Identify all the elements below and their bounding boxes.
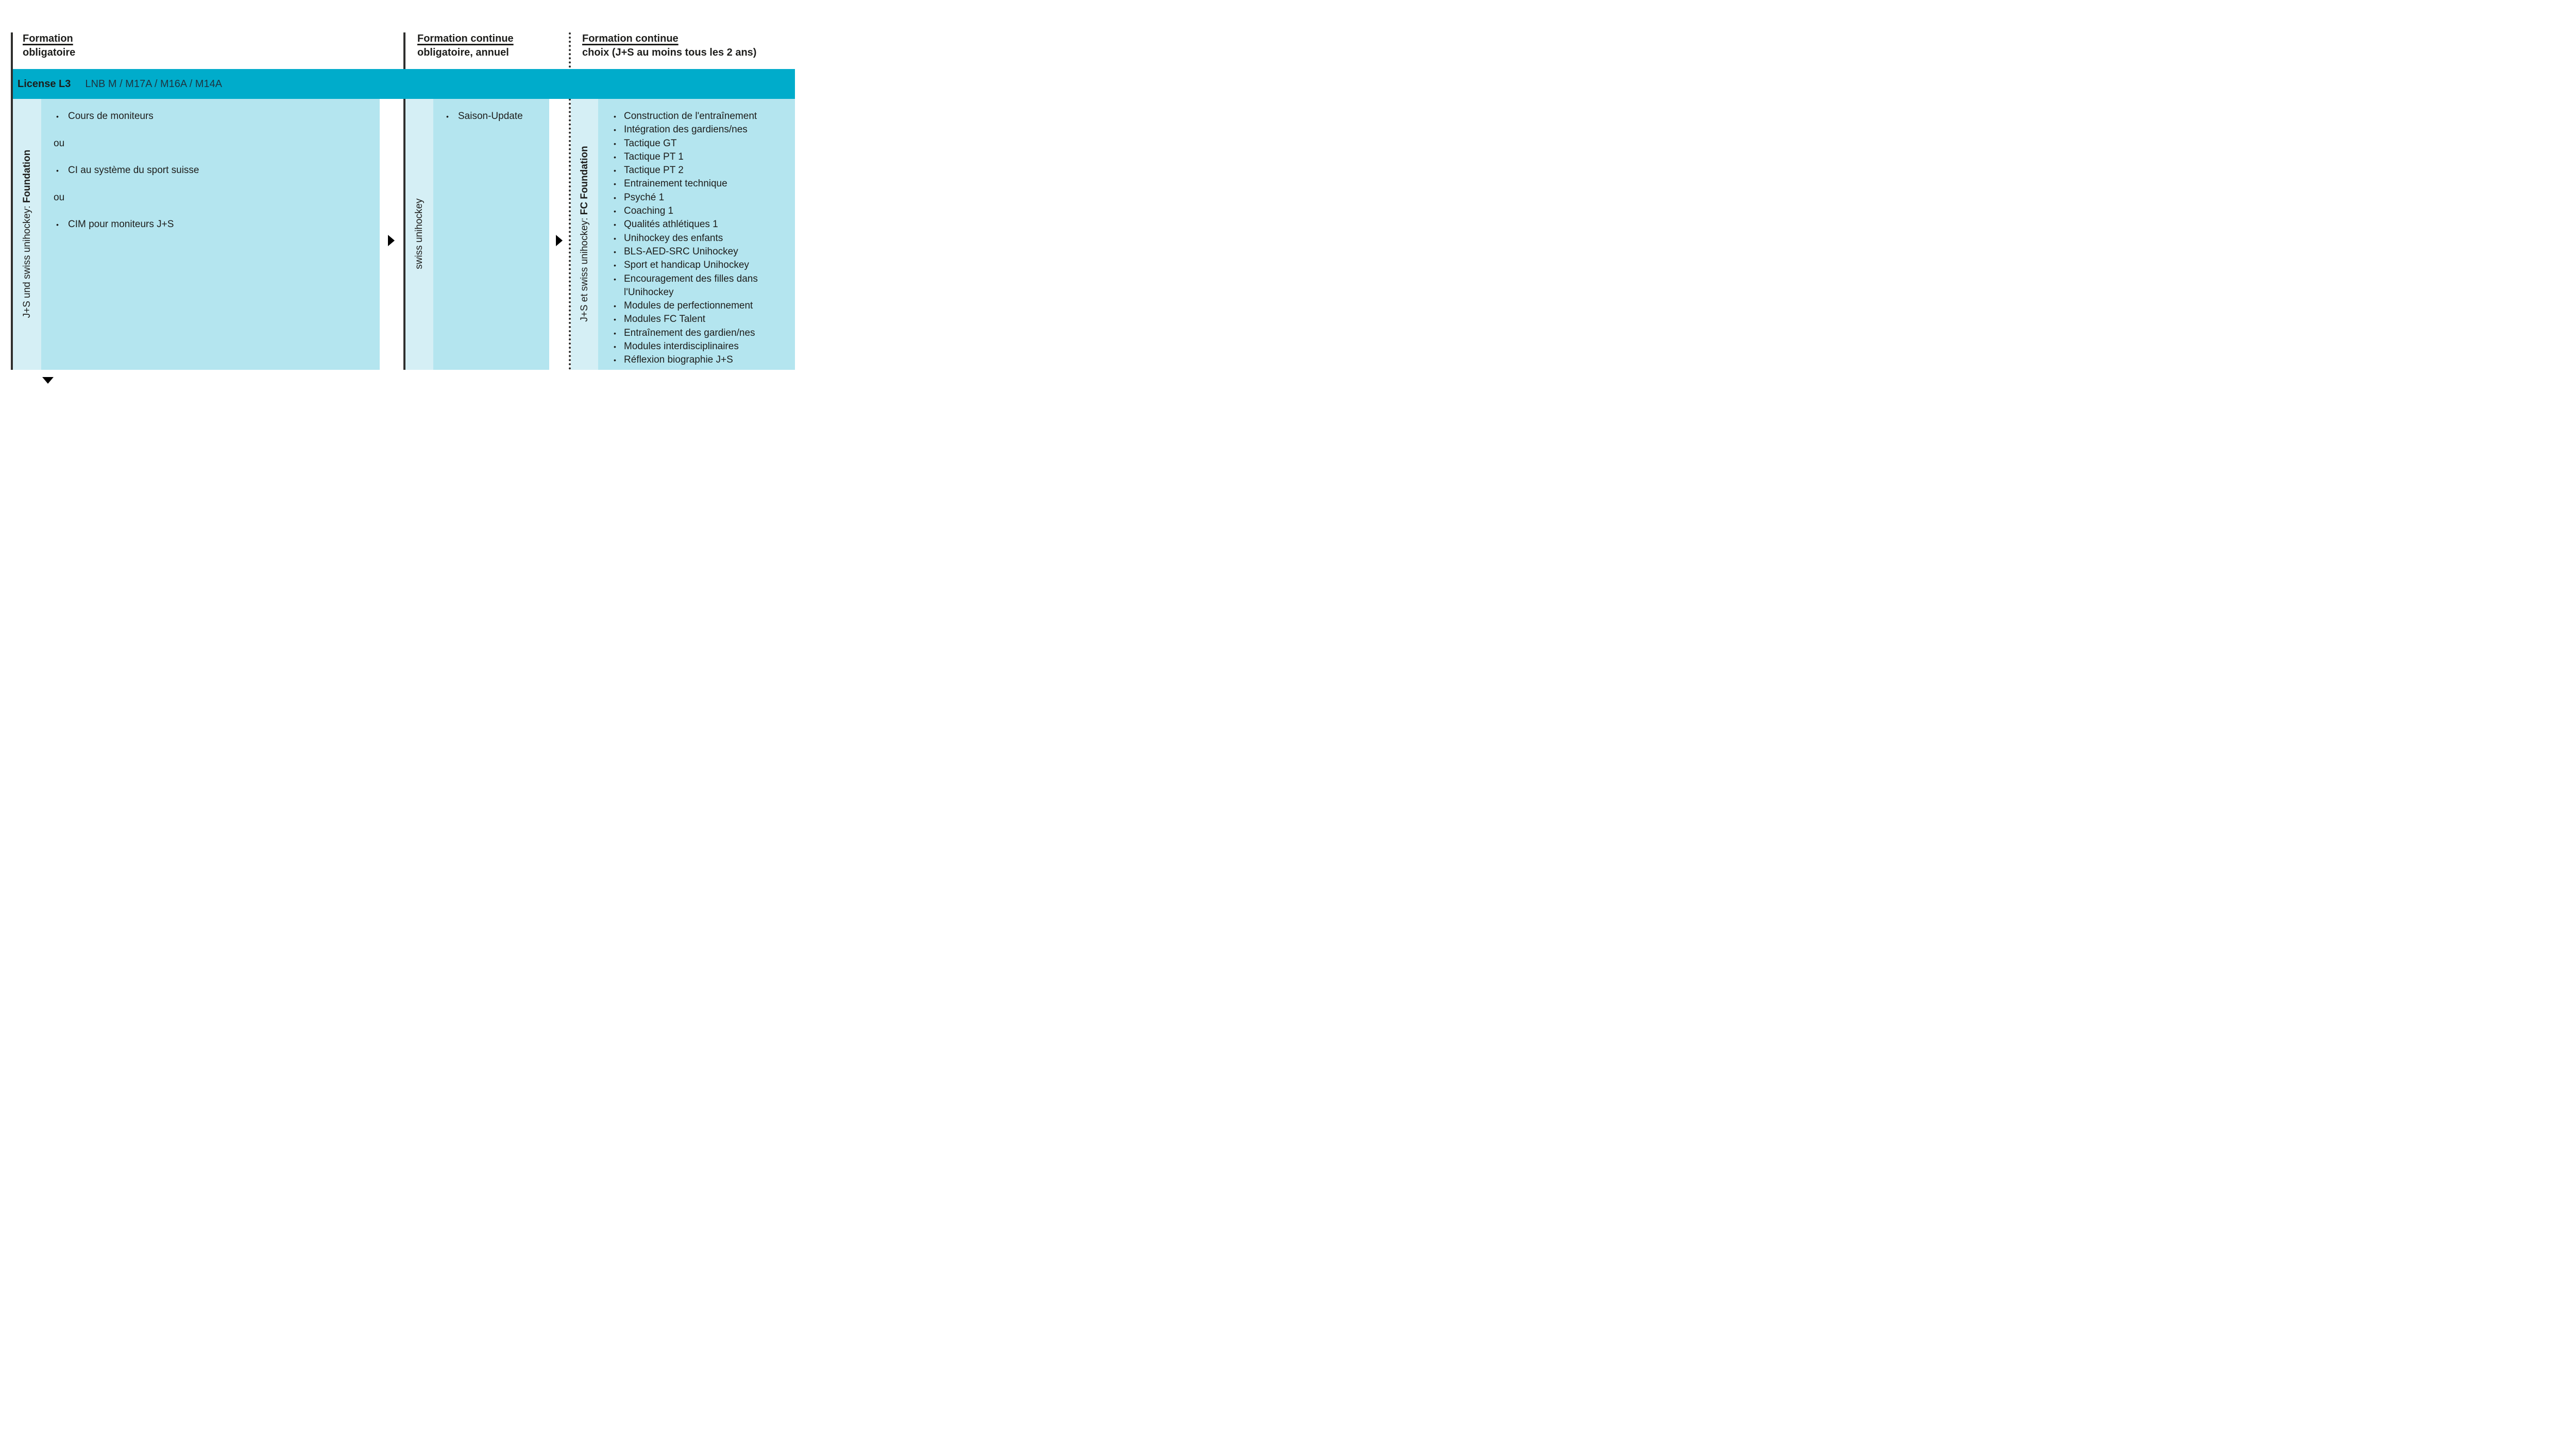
list-item: Construction de l'entraînement (598, 110, 790, 123)
bullet-icon (614, 353, 624, 367)
left-side-label-prefix: J+S und swiss unihockey: (21, 203, 32, 318)
left-course-list: Cours de moniteurs ou CI au système du s… (41, 111, 199, 246)
header-line2: obligatoire, annuel (417, 47, 509, 58)
list-item: Modules FC Talent (598, 313, 790, 326)
list-item: Unihockey des enfants (598, 232, 790, 245)
list-item: Sport et handicap Unihockey (598, 259, 790, 272)
list-item: Saison-Update (433, 111, 523, 122)
bullet-icon (446, 111, 458, 122)
bullet-icon (614, 232, 624, 245)
list-item: CIM pour moniteurs J+S (41, 219, 199, 230)
list-item: Tactique PT 2 (598, 164, 790, 177)
list-item: Entrainement technique (598, 177, 790, 191)
left-side-label-bold: Foundation (21, 149, 32, 203)
list-item: Entraînement des gardien/nes (598, 327, 790, 340)
license-title: License L3 (18, 78, 71, 90)
middle-side-label-text: swiss unihockey (414, 198, 425, 269)
bullet-icon (614, 150, 624, 164)
list-item: Modules interdisciplinaires (598, 340, 790, 353)
list-item: Cours de moniteurs (41, 111, 199, 122)
bullet-icon (614, 340, 624, 353)
right-panel (598, 99, 795, 370)
bullet-icon (614, 272, 624, 286)
right-side-strip (571, 99, 598, 370)
list-item: Encouragement des filles dans l'Unihocke… (598, 272, 790, 300)
left-side-label: J+S und swiss unihockey: Foundation (13, 98, 41, 369)
middle-course-list: Saison-Update (433, 111, 523, 122)
flow-arrow-right-icon (388, 235, 395, 246)
bullet-icon (614, 313, 624, 326)
header-line1: Formation (23, 33, 73, 44)
more-below-arrow-icon (42, 377, 54, 384)
bullet-icon (614, 191, 624, 204)
bullet-icon (614, 204, 624, 218)
bullet-icon (614, 218, 624, 231)
header-formation-continue-choix: Formation continue choix (J+S au moins t… (582, 32, 756, 60)
right-side-label-bold: FC Foundation (579, 146, 590, 215)
bullet-icon (614, 245, 624, 259)
list-item: BLS-AED-SRC Unihockey (598, 245, 790, 259)
middle-side-label: swiss unihockey (405, 98, 433, 369)
list-item: Tactique GT (598, 137, 790, 150)
divider-dotted-line (569, 32, 571, 370)
header-line2: obligatoire (23, 47, 76, 58)
bullet-icon (614, 164, 624, 177)
left-panel (41, 99, 380, 370)
right-course-list: Construction de l'entraînement Intégrati… (598, 110, 790, 367)
bullet-icon (614, 299, 624, 313)
bullet-icon (614, 259, 624, 272)
bullet-icon (56, 111, 68, 122)
header-formation-obligatoire: Formation obligatoire (23, 32, 75, 60)
list-item: Coaching 1 (598, 204, 790, 218)
formation-diagram: Formation obligatoire Formation continue… (0, 0, 808, 392)
middle-panel (433, 99, 549, 370)
list-item: Modules de perfectionnement (598, 299, 790, 313)
bullet-icon (614, 137, 624, 150)
list-item: Tactique PT 1 (598, 150, 790, 164)
bullet-icon (56, 165, 68, 176)
middle-side-strip (405, 99, 433, 370)
list-item: Qualités athlétiques 1 (598, 218, 790, 231)
header-line1: Formation continue (582, 33, 679, 44)
list-connector: ou (54, 192, 65, 203)
header-formation-continue-annuel: Formation continue obligatoire, annuel (417, 32, 514, 60)
right-side-label: J+S et swiss unihockey: FC Foundation (571, 98, 599, 369)
header-line1: Formation continue (417, 33, 514, 44)
license-leagues: LNB M / M17A / M16A / M14A (85, 78, 223, 90)
flow-arrow-right-icon (556, 235, 563, 246)
bullet-icon (56, 219, 68, 230)
license-row: License L3 LNB M / M17A / M16A / M14A (13, 69, 795, 99)
bullet-icon (614, 177, 624, 191)
header-line2: choix (J+S au moins tous les 2 ans) (582, 47, 757, 58)
bullet-icon (614, 327, 624, 340)
bullet-icon (614, 123, 624, 136)
list-item: CI au système du sport suisse (41, 165, 199, 176)
divider-middle-line (403, 32, 405, 370)
left-side-strip (13, 99, 41, 370)
list-item: Psyché 1 (598, 191, 790, 204)
list-item: Intégration des gardiens/nes (598, 123, 790, 136)
list-connector: ou (54, 138, 65, 149)
divider-left-line (11, 32, 13, 370)
bullet-icon (614, 110, 624, 123)
right-side-label-prefix: J+S et swiss unihockey: (579, 215, 590, 322)
list-item: Réflexion biographie J+S (598, 353, 790, 367)
